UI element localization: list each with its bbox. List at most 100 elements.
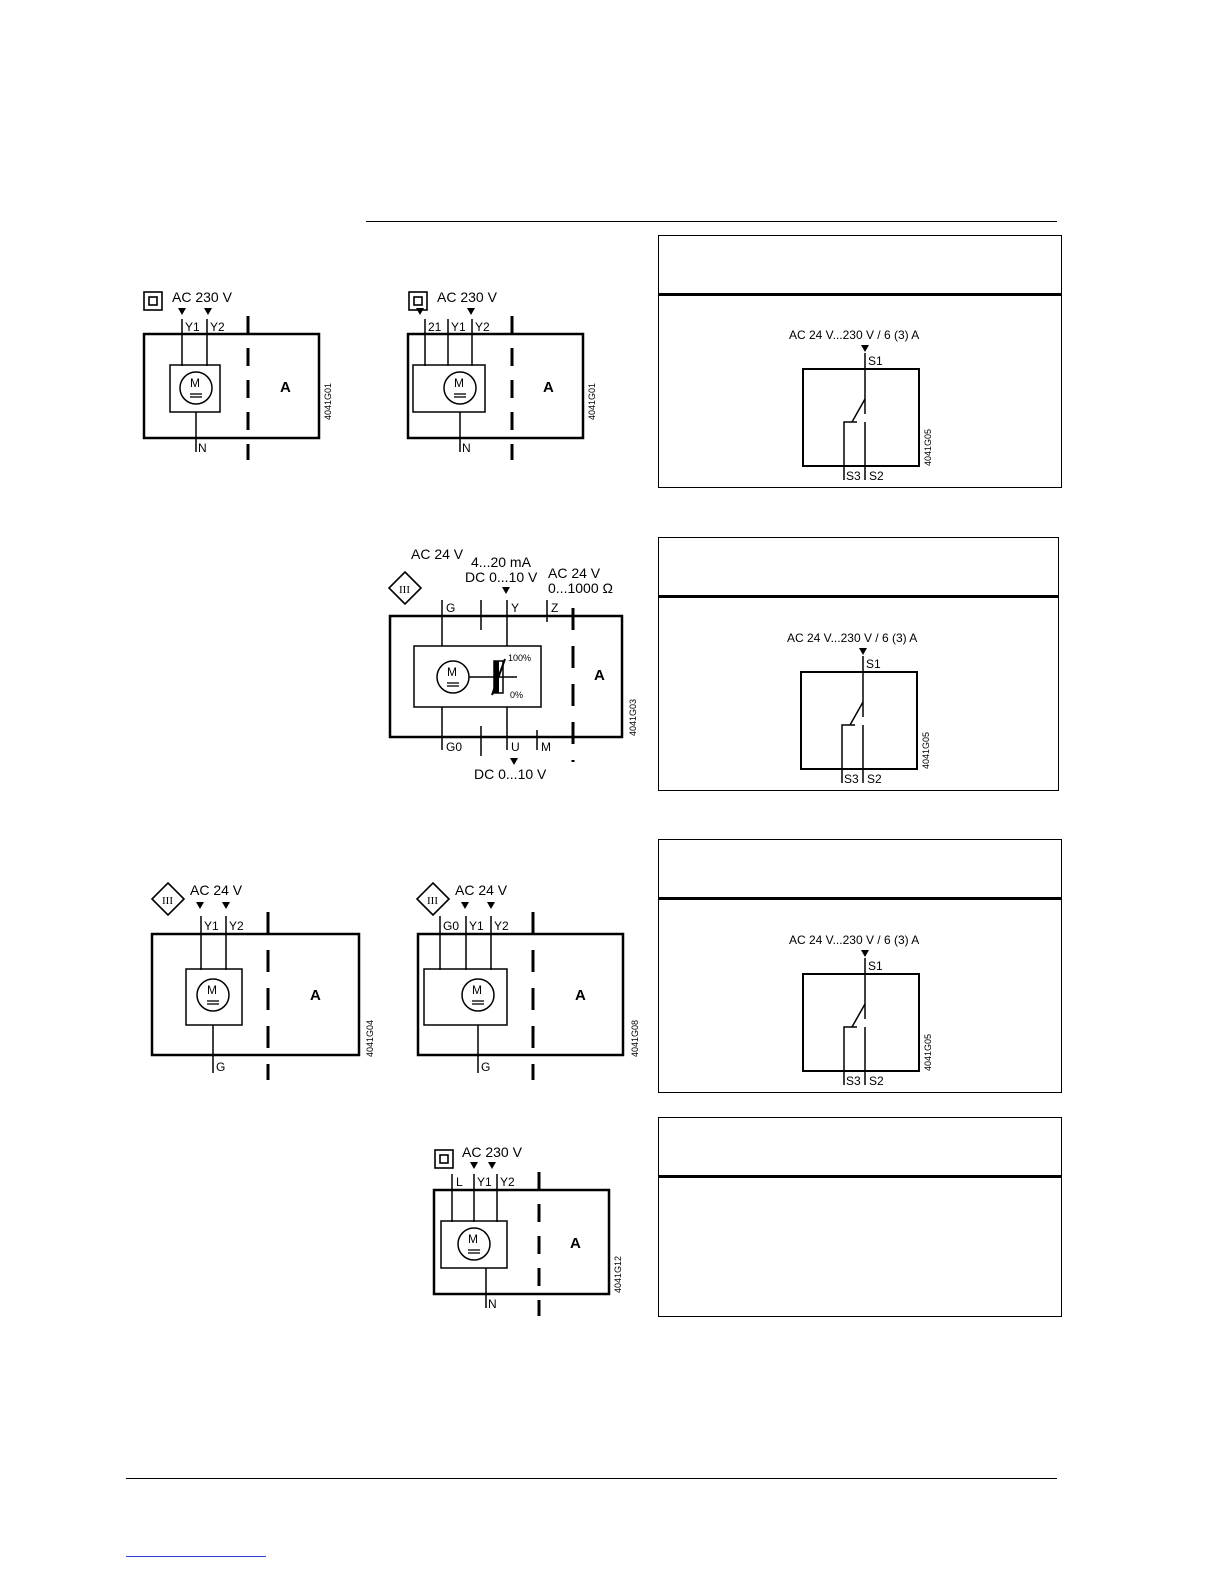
terminal-g0: G0 (446, 740, 462, 754)
terminal-y2: Y2 (475, 320, 490, 334)
supply-label: AC 230 V (172, 289, 233, 305)
motor-box (185, 968, 243, 1026)
wiring-diagram-4: III AC 24 V Y1 Y2 M G A 4041G04 (150, 881, 375, 1080)
footer-link-underline[interactable] (126, 1556, 266, 1557)
aux-switch-panel-2: AC 24 V...230 V / 6 (3) A S1 S3 S2 4041G… (658, 537, 1059, 791)
auxiliary-label: A (594, 667, 605, 684)
terminal-s1: S1 (868, 354, 883, 368)
arrow-down-icon (859, 648, 867, 655)
switch-housing (800, 671, 918, 770)
terminal-y1: Y1 (204, 919, 219, 933)
panel-header (659, 1118, 1061, 1178)
double-square-icon (408, 291, 428, 311)
aux-switch-diagram: AC 24 V...230 V / 6 (3) A S1 S3 S2 4041G… (789, 933, 933, 1088)
aux-switch-diagram: AC 24 V...230 V / 6 (3) A S1 S3 S2 4041G… (789, 328, 933, 483)
svg-text:M: M (472, 983, 482, 997)
motor-box (412, 364, 486, 413)
class-iii-diamond-icon: III (415, 881, 451, 917)
class-iii-diamond-icon: III (387, 570, 423, 606)
position-100-label: 100% (508, 653, 531, 663)
svg-text:III: III (399, 584, 410, 596)
motor-box (413, 645, 542, 708)
position-0-label: 0% (510, 690, 523, 700)
svg-text:M: M (190, 376, 200, 390)
switch-housing (802, 368, 920, 467)
panel-header (659, 236, 1061, 296)
terminal-s3: S3 (846, 1074, 861, 1088)
supply-label: AC 230 V (437, 289, 498, 305)
reference-code: 4041G08 (630, 1020, 640, 1057)
motor-box (423, 968, 508, 1026)
terminal-n: N (462, 441, 471, 455)
actuator-housing (432, 1188, 611, 1296)
aux-switch-panel-1: AC 24 V...230 V / 6 (3) A S1 S3 S2 4041G… (658, 235, 1062, 488)
wiring-diagram-2: AC 230 V 21 Y1 Y2 M N A 4041G01 (406, 289, 597, 460)
reference-code: 4041G01 (323, 383, 333, 420)
actuator-housing (150, 932, 361, 1057)
wiring-diagram-3: AC 24 V 4...20 mA DC 0...10 V AC 24 V 0.… (387, 546, 638, 782)
actuator-housing (416, 932, 625, 1057)
actuator-housing (388, 614, 624, 739)
terminal-s3: S3 (846, 469, 861, 483)
terminal-y: Y (511, 601, 519, 615)
supply-label: AC 230 V (462, 1144, 523, 1160)
terminal-g0: G0 (443, 919, 459, 933)
auxiliary-label: A (543, 379, 554, 396)
terminal-y2: Y2 (500, 1175, 515, 1189)
auxiliary-label: A (310, 987, 321, 1004)
terminal-z: Z (551, 601, 558, 615)
auxiliary-label: A (570, 1235, 581, 1252)
supply-label: AC 24 V (190, 882, 243, 898)
arrow-down-icon (461, 902, 469, 909)
terminal-y1: Y1 (469, 919, 484, 933)
wiring-diagram-6: AC 230 V L Y1 Y2 M N A 4041G12 (432, 1144, 623, 1316)
aux-switch-panel-3: AC 24 V...230 V / 6 (3) A S1 S3 S2 4041G… (658, 839, 1062, 1093)
motor-icon: M (461, 978, 495, 1012)
arrow-down-icon (467, 308, 475, 315)
terminal-s1: S1 (868, 959, 883, 973)
arrow-down-icon (502, 587, 510, 594)
reference-code: 4041G05 (923, 429, 933, 466)
switch-housing (802, 973, 920, 1072)
terminal-y1: Y1 (451, 320, 466, 334)
aux-switch-diagram: AC 24 V...230 V / 6 (3) A S1 S3 S2 4041G… (787, 631, 931, 786)
wiring-diagram-1: AC 230 V Y1 Y2 M N A 4041G01 (142, 289, 333, 460)
terminal-g: G (446, 601, 455, 615)
arrow-down-icon (178, 308, 186, 315)
terminal-n: N (488, 1297, 497, 1311)
svg-text:M: M (468, 1232, 478, 1246)
motor-icon: M (436, 660, 470, 694)
supply-label: AC 24 V (455, 882, 508, 898)
auxiliary-label: A (575, 987, 586, 1004)
actuator-housing (142, 332, 321, 440)
svg-text:M: M (447, 665, 457, 679)
panel-header (659, 840, 1061, 900)
svg-text:M: M (207, 983, 217, 997)
arrow-down-icon (416, 308, 424, 315)
arrow-down-icon (861, 345, 869, 352)
motor-icon: M (443, 371, 477, 405)
terminal-g: G (481, 1060, 490, 1074)
switch-rating-label: AC 24 V...230 V / 6 (3) A (789, 933, 919, 947)
arrow-down-icon (470, 1162, 478, 1169)
reference-code: 4041G04 (365, 1020, 375, 1057)
signal-current-label: 4...20 mA (471, 554, 532, 570)
supply-label: AC 24 V (411, 546, 464, 562)
reference-code: 4041G05 (921, 732, 931, 769)
arrow-down-icon (488, 1162, 496, 1169)
footer-rule (126, 1478, 1057, 1479)
signal-voltage-label: DC 0...10 V (465, 569, 538, 585)
terminal-s2: S2 (867, 772, 882, 786)
arrow-down-icon (204, 308, 212, 315)
reference-code: 4041G05 (923, 1034, 933, 1071)
output-label: DC 0...10 V (474, 766, 547, 782)
header-rule (366, 221, 1057, 222)
class-iii-diamond-icon: III (150, 881, 186, 917)
motor-box (440, 1220, 508, 1269)
switch-rating-label: AC 24 V...230 V / 6 (3) A (789, 328, 919, 342)
terminal-y2: Y2 (229, 919, 244, 933)
terminal-s1: S1 (866, 657, 881, 671)
panel-header (659, 538, 1058, 598)
arrow-down-icon (861, 950, 869, 957)
terminal-21: 21 (428, 320, 442, 334)
